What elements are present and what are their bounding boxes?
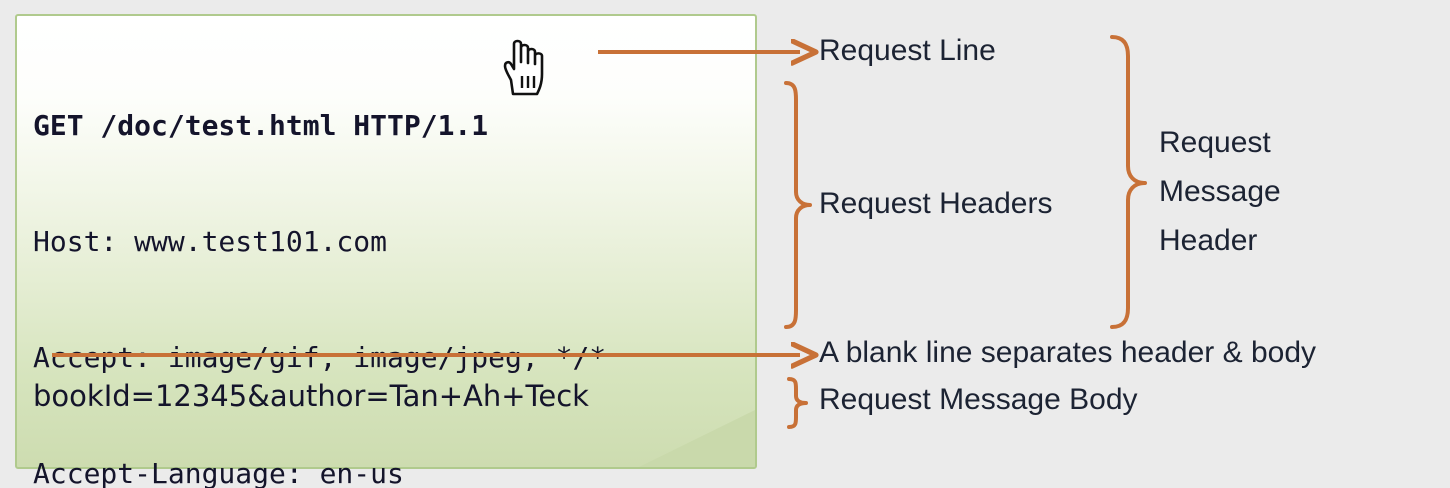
label-rmh-line-1: Request <box>1159 126 1271 159</box>
brace-request-message-header <box>1110 35 1147 329</box>
header-host: Host: www.test101.com <box>33 224 388 258</box>
header-accept: Accept: image/gif, image/jpeg, */* <box>33 340 607 374</box>
http-request-message-card <box>15 14 757 469</box>
card-fold-corner <box>635 409 755 467</box>
label-request-line: Request Line <box>819 34 996 67</box>
header-accept-language: Accept-Language: en-us <box>33 456 404 488</box>
brace-request-headers <box>784 81 812 329</box>
label-blank-line-note: A blank line separates header & body <box>819 336 1317 369</box>
label-rmh-line-3: Header <box>1159 224 1258 257</box>
label-request-headers: Request Headers <box>819 187 1053 220</box>
label-request-message-header: Request Message Header <box>1159 118 1281 265</box>
request-message-body-text: bookId=12345&author=Tan+Ah+Teck <box>33 379 589 413</box>
label-request-message-body: Request Message Body <box>819 383 1138 416</box>
brace-request-message-body <box>787 377 808 429</box>
request-line-text: GET /doc/test.html HTTP/1.1 <box>33 109 489 143</box>
label-rmh-line-2: Message <box>1159 175 1281 208</box>
http-request-text: GET /doc/test.html HTTP/1.1 Host: www.te… <box>33 30 606 488</box>
